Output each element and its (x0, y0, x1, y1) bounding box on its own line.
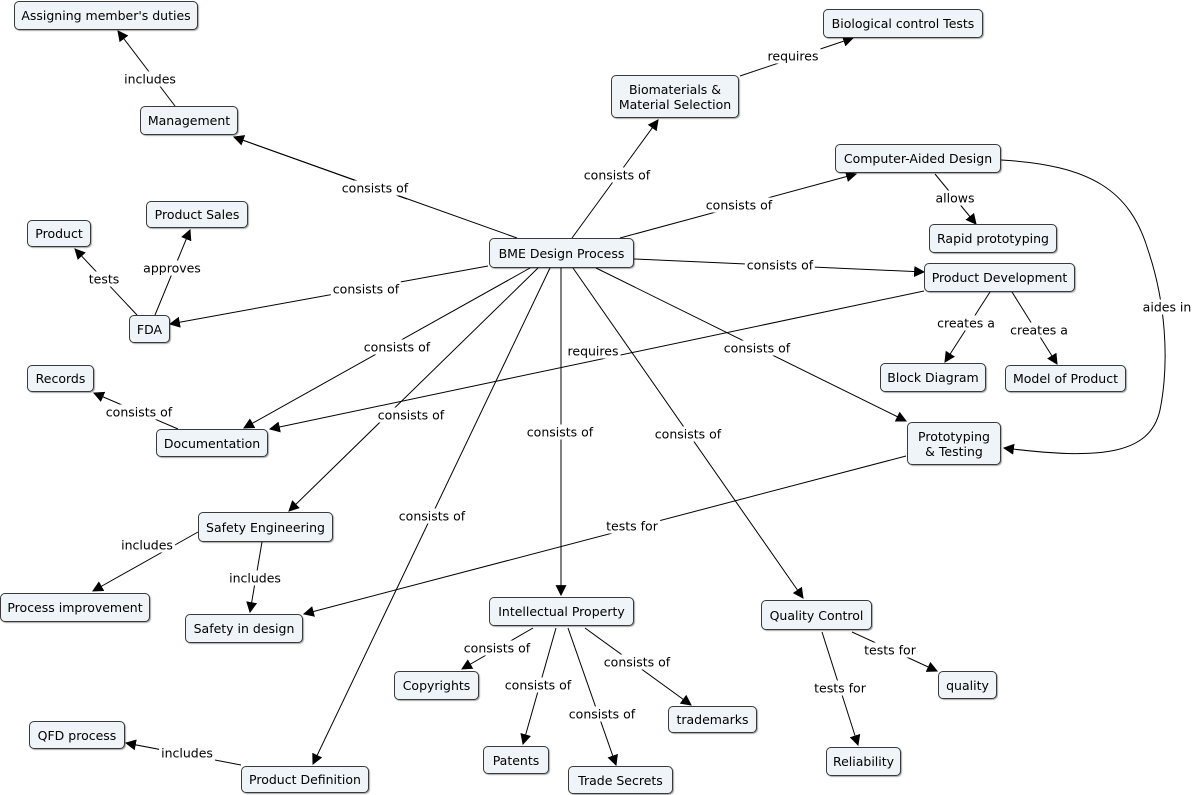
connector-bme-fda (168, 265, 489, 328)
node-copyrights[interactable]: Copyrights (394, 671, 479, 700)
node-assigning-duties[interactable]: Assigning member's duties (14, 1, 198, 30)
edge-label-approves: approves (141, 260, 203, 276)
node-reliability[interactable]: Reliability (826, 747, 901, 776)
connector-prototyping-safety (302, 455, 907, 617)
edge-label-tests-for: tests for (862, 642, 918, 658)
edge-label-consists-of: consists of (703, 197, 775, 213)
node-quality[interactable]: quality (938, 671, 997, 699)
node-qfd-process[interactable]: QFD process (29, 721, 125, 749)
edge-label-consists-of: consists of (502, 677, 574, 693)
edge-label-consists-of: consists of (103, 404, 175, 420)
edge-label-includes: includes (122, 71, 178, 87)
edge-label-consists-of: consists of (721, 340, 793, 356)
node-management[interactable]: Management (140, 106, 238, 135)
edge-label-consists-of: consists of (375, 407, 447, 423)
edge-label-includes: includes (119, 537, 175, 553)
node-safety-in-design[interactable]: Safety in design (185, 614, 303, 643)
node-fda[interactable]: FDA (129, 315, 170, 343)
node-product-development[interactable]: Product Development (924, 263, 1075, 292)
edge-label-aides-in: aides in (1140, 299, 1194, 315)
edge-label-consists-of: consists of (330, 281, 402, 297)
edge-label-requires: requires (565, 343, 621, 359)
edge-label-includes: includes (159, 745, 215, 761)
edge-label-consists-of: consists of (581, 167, 653, 183)
edge-label-includes: includes (227, 570, 283, 586)
edge-label-tests: tests (86, 271, 122, 287)
edge-label-consists-of: consists of (461, 640, 533, 656)
node-biological-tests[interactable]: Biological control Tests (823, 9, 983, 38)
edge-label-allows: allows (933, 190, 977, 206)
edge-label-tests-for: tests for (604, 518, 660, 534)
edge-label-consists-of: consists of (524, 424, 596, 440)
node-prototyping-testing[interactable]: Prototyping & Testing (907, 422, 1001, 465)
edge-label-consists-of: consists of (339, 180, 411, 196)
node-trademarks[interactable]: trademarks (668, 706, 757, 733)
node-biomaterials[interactable]: Biomaterials & Material Selection (611, 75, 739, 118)
connector-productdev-documentation (268, 290, 925, 433)
edge-label-creates-a: creates a (1008, 322, 1070, 338)
node-bme-design-process[interactable]: BME Design Process (489, 238, 634, 268)
node-block-diagram[interactable]: Block Diagram (880, 363, 986, 392)
node-model-of-product[interactable]: Model of Product (1005, 365, 1126, 392)
edge-label-consists-of: consists of (361, 339, 433, 355)
node-product[interactable]: Product (27, 220, 91, 247)
node-documentation[interactable]: Documentation (156, 429, 268, 457)
connector-management-assigning (117, 30, 176, 107)
connector-bme-safetyeng (288, 267, 539, 512)
node-product-sales[interactable]: Product Sales (146, 201, 248, 228)
node-product-definition[interactable]: Product Definition (241, 766, 369, 793)
edge-label-consists-of: consists of (601, 654, 673, 670)
node-records[interactable]: Records (27, 365, 94, 392)
node-quality-control[interactable]: Quality Control (761, 600, 872, 630)
edge-label-consists-of: consists of (566, 706, 638, 722)
edge-label-consists-of: consists of (396, 508, 468, 524)
connector-safetyeng-process (92, 531, 199, 592)
node-patents[interactable]: Patents (483, 746, 549, 774)
node-trade-secrets[interactable]: Trade Secrets (568, 766, 673, 794)
node-computer-aided-design[interactable]: Computer-Aided Design (835, 144, 1001, 173)
connector-cad-prototyping (1000, 159, 1166, 455)
edge-label-consists-of: consists of (744, 257, 816, 273)
edge-label-requires: requires (765, 48, 821, 64)
edge-label-consists-of: consists of (652, 426, 724, 442)
node-intellectual-property[interactable]: Intellectual Property (489, 597, 634, 626)
node-safety-engineering[interactable]: Safety Engineering (198, 512, 333, 542)
node-rapid-prototyping[interactable]: Rapid prototyping (929, 224, 1057, 253)
edge-label-creates-a: creates a (935, 315, 997, 331)
node-process-improvement[interactable]: Process improvement (0, 593, 150, 622)
edge-label-tests-for: tests for (812, 680, 868, 696)
connector-ip-tradesecrets (567, 627, 618, 767)
